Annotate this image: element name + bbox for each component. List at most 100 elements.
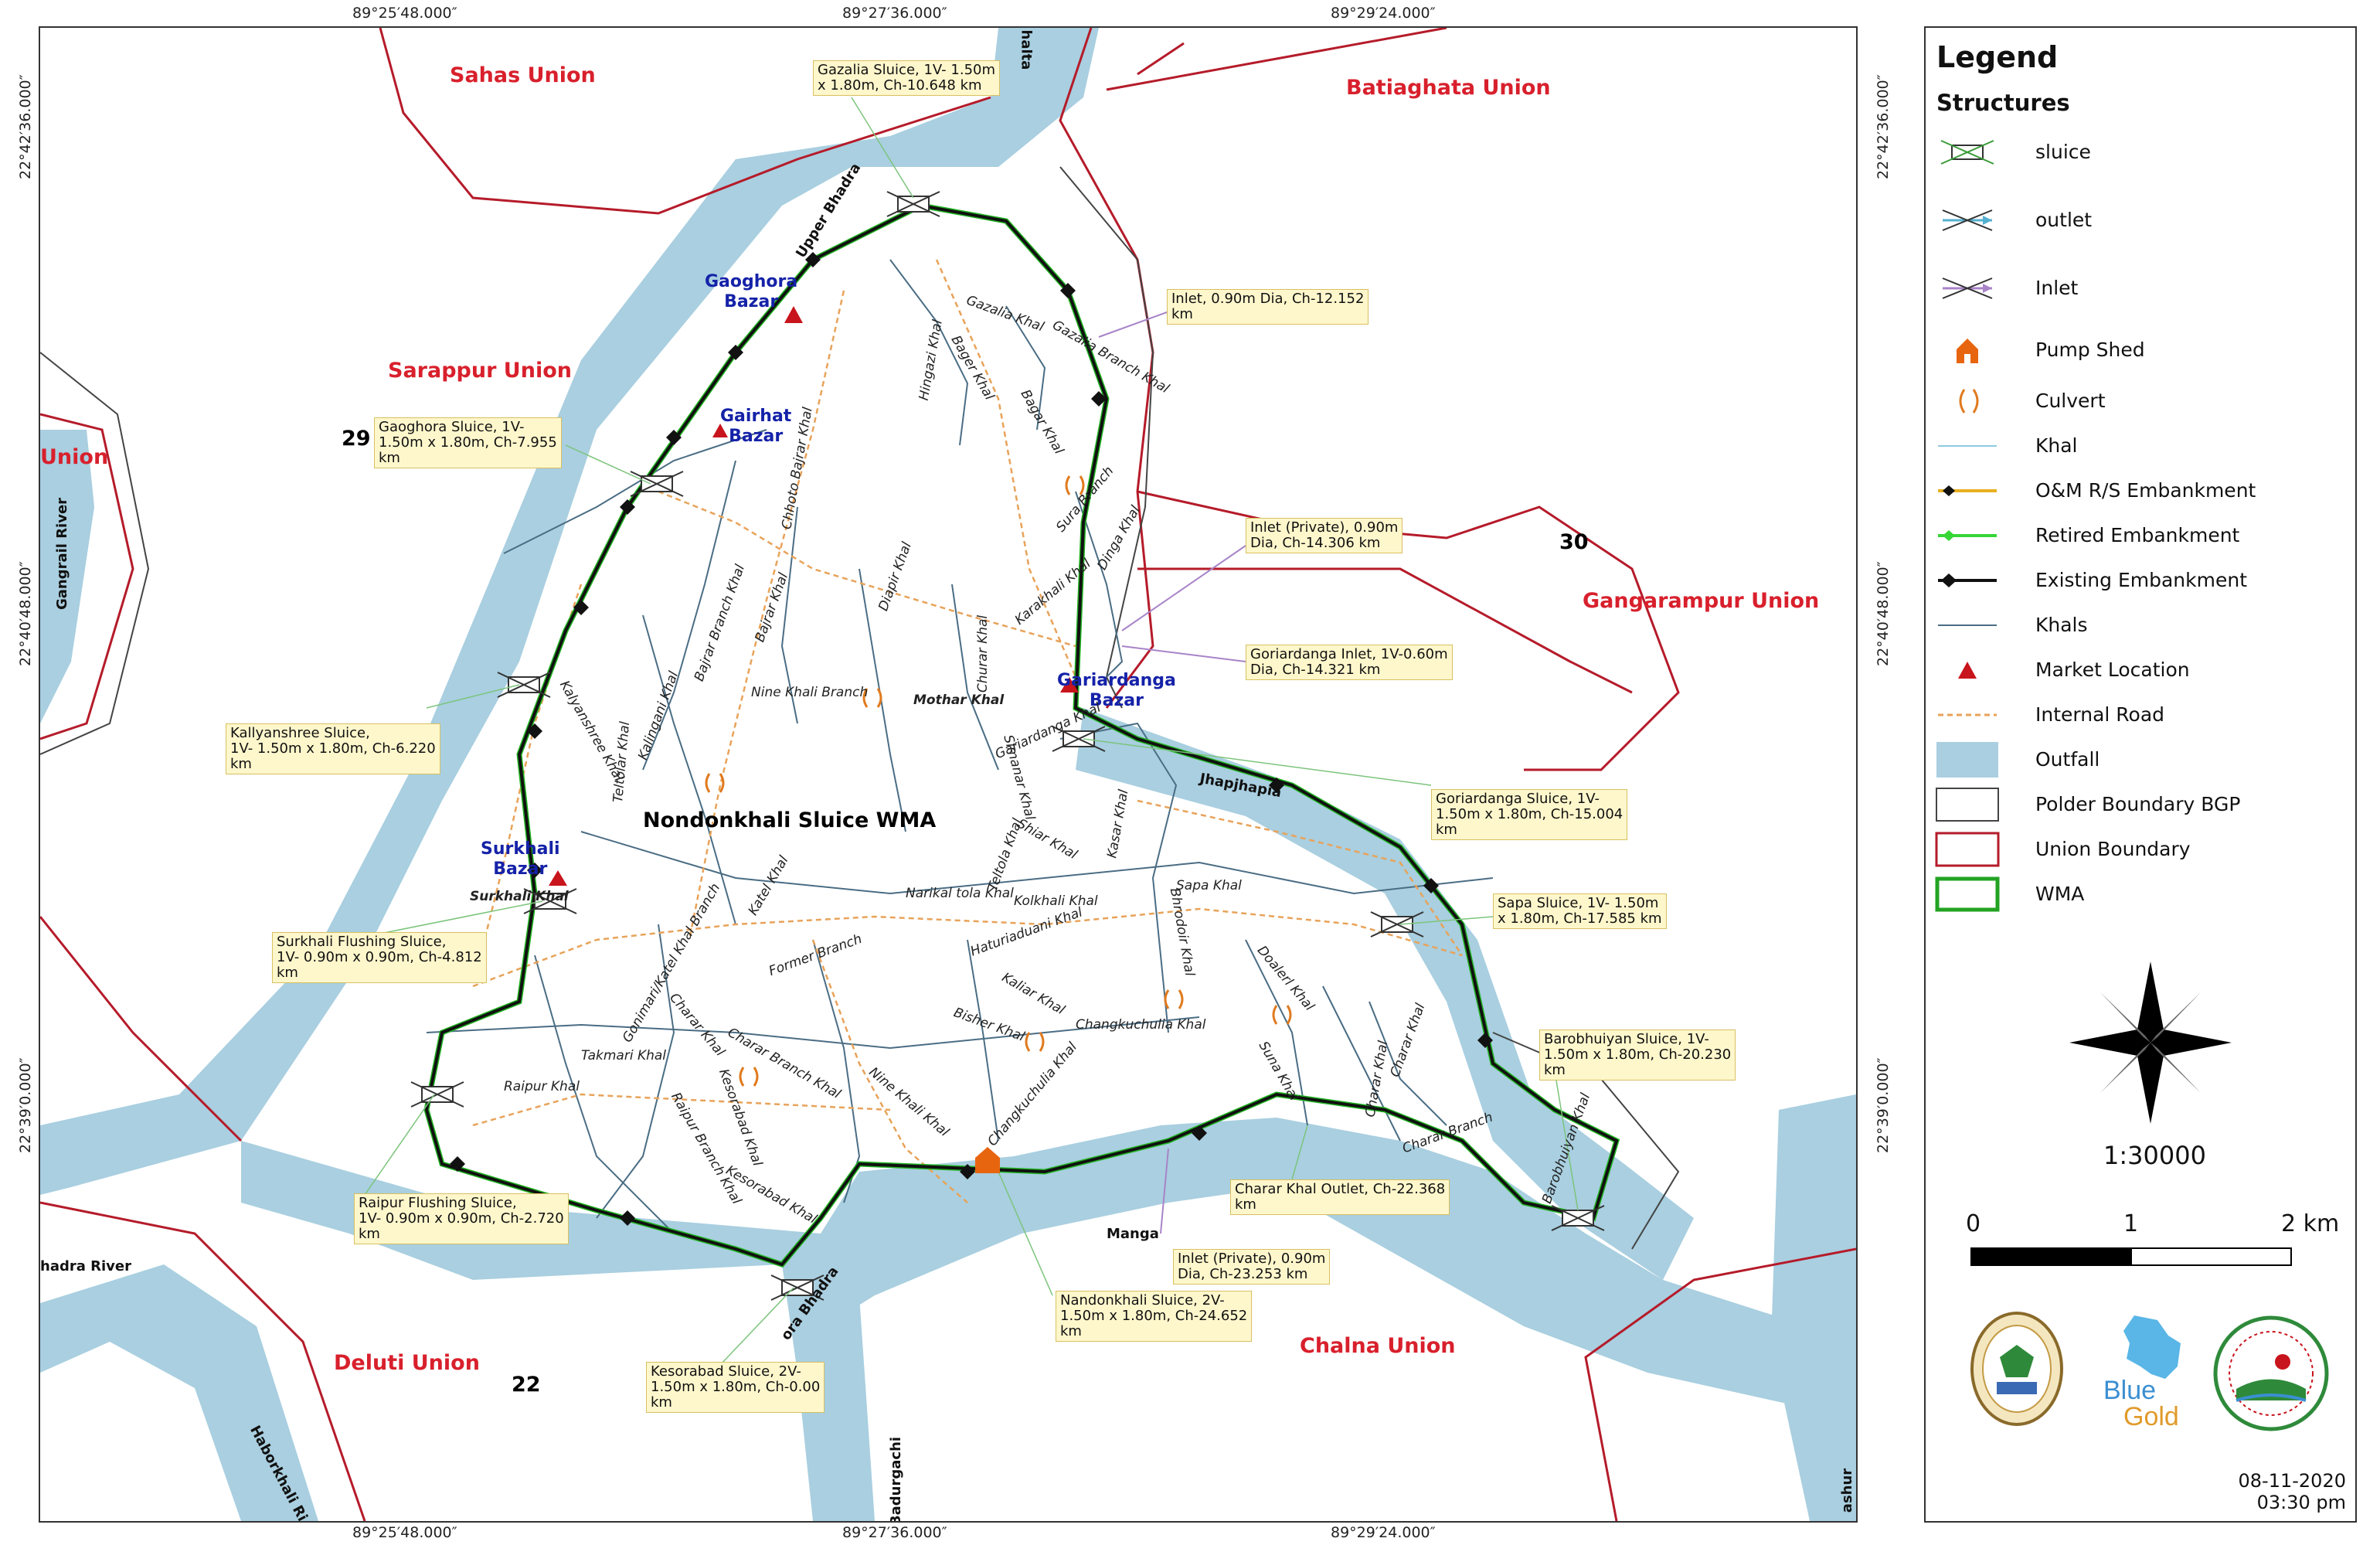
embankment-marker (1192, 1125, 1207, 1141)
legend-item-wma: WMA (1935, 875, 2352, 914)
khal-line (503, 429, 767, 554)
rivers-layer (40, 28, 1856, 1521)
legend-item-sluice: sluice (1935, 133, 2352, 172)
union-boundary-line (1584, 1247, 1856, 1521)
embankment-markers (450, 252, 1493, 1226)
union-label-sarappur: Sarappur Union (388, 359, 572, 383)
coord-bottom-2: 89°27′36.000″ (842, 1524, 947, 1541)
internal-road-line (658, 490, 1076, 648)
culvert-icon (862, 688, 882, 708)
legend-label: Outfall (2035, 748, 2100, 771)
coord-left-1: 22°42′36.000″ (17, 74, 34, 179)
union-boundary-icon (1935, 832, 2000, 867)
callout-surkhali-sluice: Surkhali Flushing Sluice, 1V- 0.90m x 0.… (272, 932, 487, 983)
khal-label: Raipur Khal (504, 1079, 580, 1094)
khal-line (1368, 1001, 1447, 1126)
khal-line (1322, 985, 1401, 1142)
embankment-marker (1423, 878, 1439, 893)
legend-label: sluice (2035, 141, 2091, 163)
coord-right-1: 22°42′36.000″ (1875, 74, 1892, 179)
embankment-marker (1060, 283, 1076, 298)
north-arrow-icon (2069, 961, 2232, 1124)
market-triangle-icon (784, 306, 803, 323)
embankment-marker (728, 345, 743, 360)
khal-line (580, 831, 1494, 895)
wma-name-label: Nondonkhali Sluice WMA (643, 808, 937, 832)
union-boundary-line (1137, 490, 1680, 771)
legend-item-khal: Khal (1935, 427, 2352, 465)
embankment-marker (666, 430, 682, 445)
legend-label: Market Location (2035, 658, 2190, 681)
internal-road-line (1137, 799, 1464, 956)
khal-label: Kolkhali Khal (1014, 893, 1098, 909)
legend-label: outlet (2035, 209, 2093, 231)
union-boundary-line (1106, 28, 1447, 91)
khal-line (642, 460, 736, 771)
legend-item-internal-road: Internal Road (1935, 696, 2352, 734)
river-label-halta: halta (1018, 29, 1035, 70)
legend-item-om-embankment: O&M R/S Embankment (1935, 471, 2352, 510)
culvert-icon (739, 1067, 759, 1087)
legend-item-market: Market Location (1935, 651, 2352, 689)
legend-label: Khal (2035, 434, 2078, 457)
coord-top-3: 89°29′24.000″ (1331, 5, 1436, 22)
date-stamp: 08-11-2020 03:30 pm (2239, 1470, 2346, 1513)
bangladesh-map-icon (2123, 1315, 2181, 1379)
coord-bottom-1: 89°25′48.000″ (352, 1524, 457, 1541)
coord-left-3: 22°39′0.000″ (17, 1057, 34, 1153)
market-triangle-icon (712, 424, 728, 437)
khal-line (967, 939, 999, 1142)
bazar-label-gairhat: Gairhat Bazar (720, 407, 792, 446)
pump-shed-icon (1957, 339, 1978, 363)
river-label-manga: Manga (1107, 1226, 1159, 1242)
river-label-gangrail: Gangrail River (54, 497, 71, 611)
khal-line-icon (1938, 445, 1997, 447)
legend-label: Pump Shed (2035, 339, 2145, 361)
jhapjhapia-river (1076, 708, 1694, 1280)
embankment-marker (620, 1210, 635, 1226)
bazar-label-surkhali: Surkhali Bazar (481, 839, 560, 879)
khal-line (951, 584, 999, 771)
coord-right-3: 22°39′0.000″ (1875, 1057, 1892, 1153)
embankment-marker (527, 723, 542, 739)
bazar-label-gariardanga: Gariardanga Bazar (1057, 671, 1176, 710)
callout-gaoghora-sluice: Gaoghora Sluice, 1V- 1.50m x 1.80m, Ch-7… (374, 417, 562, 468)
bwdb-logo-icon (1970, 1312, 2063, 1426)
callout-raipur-sluice: Raipur Flushing Sluice, 1V- 0.90m x 0.90… (354, 1193, 569, 1244)
culvert-icon (1959, 389, 1979, 413)
khal-line (534, 955, 675, 1234)
internal-road-line (472, 1093, 891, 1127)
legend-label: Culvert (2035, 390, 2106, 412)
map-canvas[interactable] (40, 28, 1856, 1521)
barobhuiyan-sluice-icon (1551, 1205, 1605, 1231)
goriardanga-sluice-icon (1052, 726, 1106, 752)
river-label-badurgachi: Badurgachi (888, 1436, 905, 1523)
khals-layer (426, 259, 1494, 1234)
khal-label: Takmari Khal (581, 1048, 667, 1063)
legend-label: Khals (2035, 614, 2088, 636)
coord-bottom-3: 89°29′24.000″ (1331, 1524, 1436, 1541)
legend-item-inlet: Inlet (1935, 269, 2352, 308)
internal-road-line (471, 584, 583, 987)
date-text: 08-11-2020 (2238, 1470, 2346, 1492)
outlet-icon (1942, 209, 1993, 231)
callout-barobhuiyan-sluice: Barobhuiyan Sluice, 1V- 1.50m x 1.80m, C… (1539, 1029, 1736, 1080)
callout-gazalia-sluice: Gazalia Sluice, 1V- 1.50m x 1.80m, Ch-10… (813, 60, 1001, 96)
sluice-icon (1940, 140, 1994, 165)
surkhali-sluice-icon (523, 888, 577, 914)
culvert-icon (1164, 989, 1184, 1009)
polder-boundary-line (1059, 166, 1154, 709)
callout-inlet-12: Inlet, 0.90m Dia, Ch-12.152 km (1167, 289, 1369, 325)
union-boundaries-layer (40, 28, 1856, 1521)
union-boundary-line (40, 413, 134, 740)
embankment-marker (573, 600, 589, 615)
union-boundary-line (379, 28, 991, 215)
embankment-marker (1091, 391, 1107, 407)
internal-road-line (688, 290, 845, 941)
kallyanshree-sluice-icon (497, 672, 551, 698)
map-frame[interactable]: Sahas Union Batiaghata Union Sarappur Un… (39, 26, 1858, 1523)
legend-label: O&M R/S Embankment (2035, 479, 2256, 502)
culvert-icon (705, 773, 725, 793)
legend-item-existing-embankment: Existing Embankment (1935, 561, 2352, 600)
khal-line (642, 614, 736, 925)
